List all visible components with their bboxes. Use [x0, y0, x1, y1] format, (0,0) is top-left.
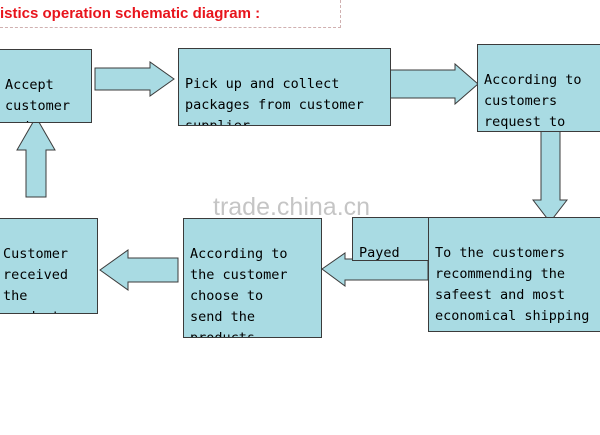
- arrow-recommend-to-send: [321, 252, 429, 287]
- box-send-products-text: According to the customer choose to send…: [190, 246, 288, 338]
- diagram-title: istics operation schematic diagram :: [0, 5, 261, 22]
- box-accept-orders-text: Accept customer orders: [5, 77, 71, 122]
- box-pickup-packages: Pick up and collect packages from custom…: [178, 48, 391, 126]
- arrow-pickup-to-packing: [389, 62, 479, 106]
- box-accept-orders: Accept customer orders: [0, 49, 92, 123]
- box-payed: Payed: [352, 217, 430, 261]
- box-payed-text: Payed: [359, 245, 400, 261]
- box-pickup-packages-text: Pick up and collect packages from custom…: [185, 76, 364, 126]
- box-recommend-shipping: To the customers recommending the safees…: [428, 217, 600, 332]
- arrow-packing-to-recommend: [531, 130, 569, 223]
- arrow-received-to-accept: [16, 115, 56, 198]
- arrow-accept-to-pickup: [94, 61, 175, 97]
- box-customer-received-text: Customer received the products: [3, 246, 69, 313]
- box-packing-text: According to customers request to packin…: [484, 72, 582, 130]
- arrow-send-to-received: [99, 249, 179, 291]
- box-packing: According to customers request to packin…: [477, 44, 600, 132]
- box-send-products: According to the customer choose to send…: [183, 218, 322, 338]
- watermark: trade.china.cn: [213, 193, 371, 221]
- title-frame: [0, 0, 341, 28]
- box-customer-received: Customer received the products: [0, 218, 98, 314]
- box-recommend-shipping-text: To the customers recommending the safees…: [435, 245, 590, 331]
